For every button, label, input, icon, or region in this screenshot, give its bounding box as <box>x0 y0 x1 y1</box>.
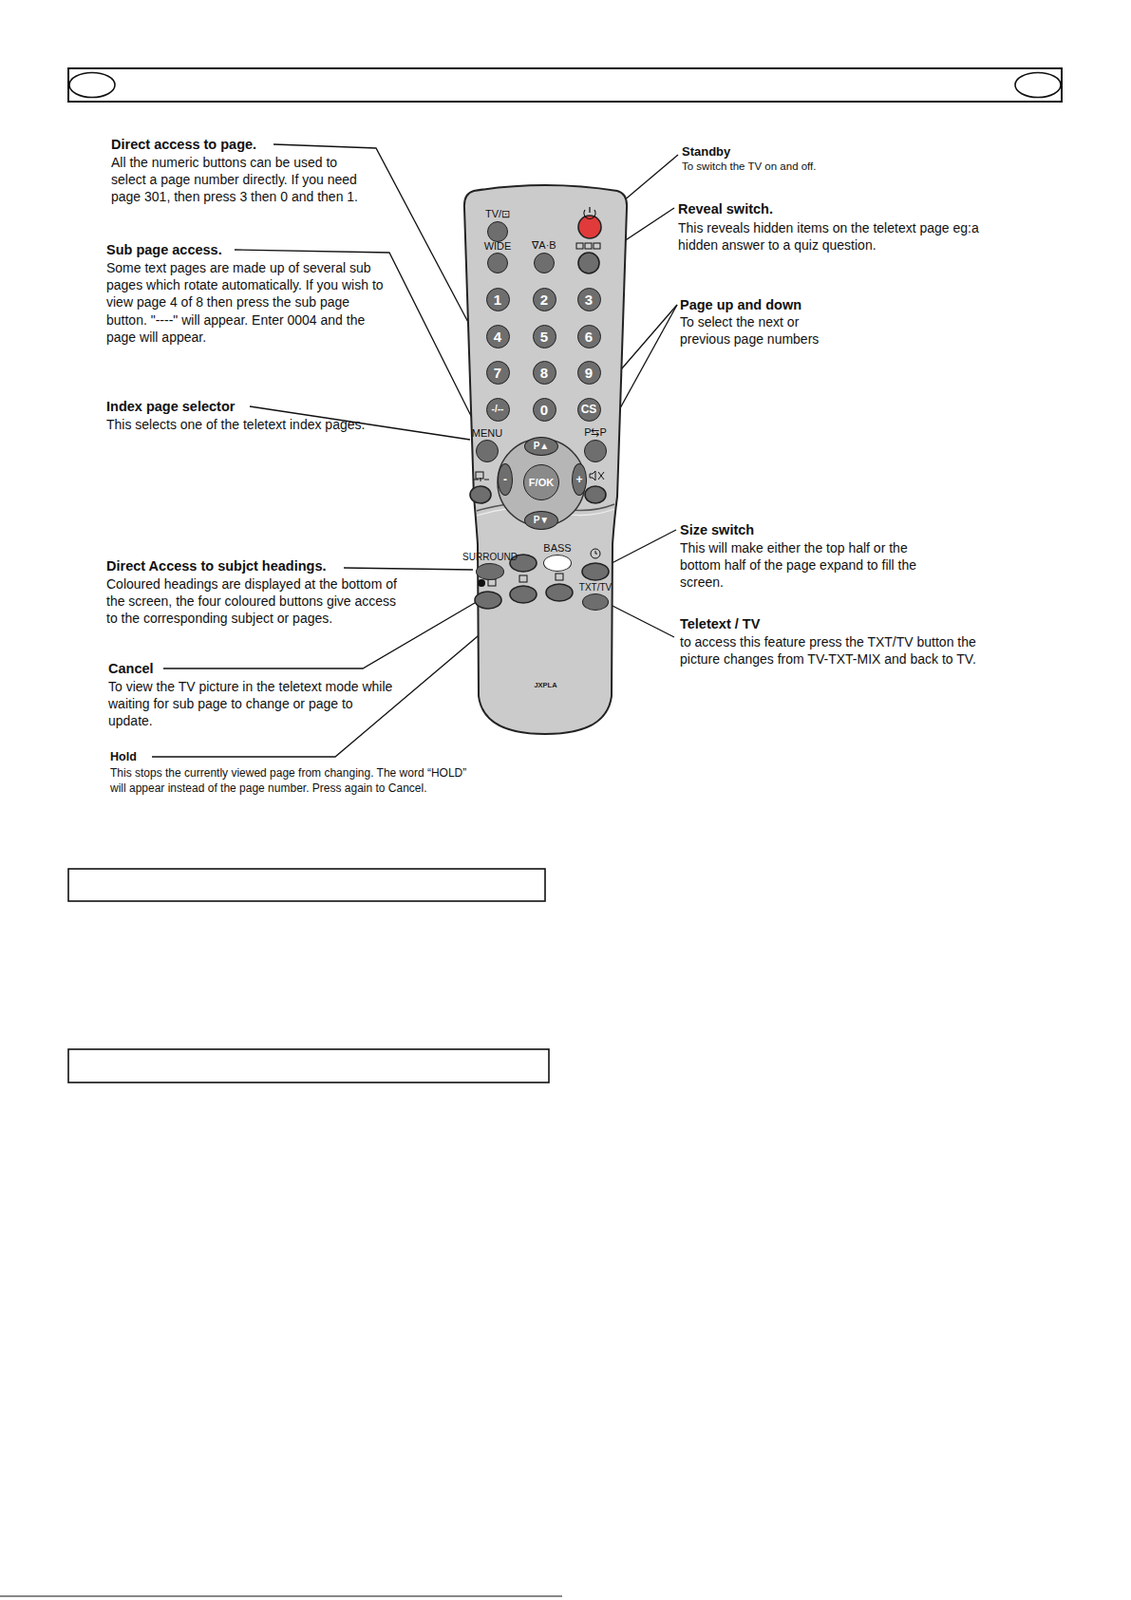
button-label: TV/⊡ <box>485 207 510 221</box>
labelled-button: TV/⊡ <box>487 221 509 243</box>
remote-button: 4 <box>486 324 510 349</box>
remote-button: 1 <box>486 287 510 312</box>
leader-line <box>608 603 675 638</box>
remote-button: 2 <box>532 287 557 312</box>
callout-text: This selects one of the teletext index p… <box>106 415 411 434</box>
button-label: TXT/TV <box>579 582 612 593</box>
header-bar <box>68 68 1062 102</box>
page-rule <box>0 1596 563 1598</box>
callout-heading: Direct Access to subjct headings. <box>106 557 327 576</box>
header-circle <box>69 73 115 98</box>
remote-button: - <box>497 463 513 496</box>
remote-button: 9 <box>577 360 602 385</box>
remote-button: F/OK <box>523 464 560 501</box>
button-label: BASS <box>543 542 571 554</box>
remote-button: 0 <box>532 397 557 422</box>
labelled-button: ∇A·B <box>533 252 555 274</box>
callout-text: to access this feature press the TXT/TV … <box>679 633 984 668</box>
callout-heading: Direct access to page. <box>111 135 257 154</box>
callout-text: To view the TV picture in the teletext m… <box>108 678 394 731</box>
button-label: SURROUND <box>462 551 518 563</box>
remote-button: 6 <box>577 324 602 349</box>
labelled-button: MENU <box>475 439 499 463</box>
callout-heading: Size switch <box>679 521 754 540</box>
callout-heading: Page up and down <box>679 296 802 315</box>
remote-button: 8 <box>532 360 557 385</box>
button-label: MENU <box>471 427 503 439</box>
remote-button: + <box>571 463 587 496</box>
labelled-button: TXT/TV <box>582 593 609 611</box>
callout-text: Coloured headings are displayed at the b… <box>106 575 409 628</box>
button-text: P▲ <box>533 441 550 452</box>
button-text: CS <box>581 403 598 415</box>
remote-button: 7 <box>486 360 510 385</box>
labelled-button: BASS <box>543 554 572 572</box>
callout-text: Some text pages are made up of several s… <box>106 259 392 346</box>
button-text: + <box>575 473 583 486</box>
model-code: JXPLA <box>462 681 629 690</box>
button-text: 0 <box>540 402 548 417</box>
button-text: 2 <box>540 292 548 307</box>
callout-text: This will make either the top half or th… <box>679 539 923 592</box>
button-label: P⇆P <box>584 426 607 439</box>
callout-heading: Index page selector <box>106 397 235 416</box>
remote-button: CS <box>577 397 602 422</box>
button-text: - <box>503 473 508 486</box>
remote-button: 3 <box>577 287 602 312</box>
button-label: WIDE <box>484 240 512 252</box>
button-text: 9 <box>584 365 593 380</box>
leader-line <box>163 600 480 669</box>
callout-text: To switch the TV on and off. <box>681 159 817 174</box>
button-text: 1 <box>493 292 502 307</box>
remote-control: JXPLATV/⊡WIDE∇A·B123456789-/--0CSMENUP▲P… <box>462 183 629 736</box>
remote-button: -/-- <box>486 397 510 422</box>
button-text: 4 <box>493 329 502 344</box>
labelled-button: SURROUND <box>475 563 505 581</box>
callout-text: All the numeric buttons can be used to s… <box>111 153 366 207</box>
header-circle <box>1015 73 1061 98</box>
labelled-button: WIDE <box>487 252 509 274</box>
button-text: 3 <box>584 292 593 307</box>
remote-button: 5 <box>532 324 557 349</box>
button-text: 6 <box>584 329 593 344</box>
remote-button: P▲ <box>524 436 559 456</box>
button-text: -/-- <box>491 404 505 415</box>
callout-heading: Standby <box>681 144 731 161</box>
remote-button: P▼ <box>524 510 559 530</box>
callout-heading: Hold <box>110 749 137 765</box>
callout-heading: Teletext / TV <box>679 615 760 634</box>
callout-text: This reveals hidden items on the teletex… <box>678 219 982 254</box>
callout-text: This stops the currently viewed page fro… <box>110 766 481 796</box>
empty-box <box>68 868 546 902</box>
empty-box <box>68 1049 549 1083</box>
callout-heading: Reveal switch. <box>678 200 773 219</box>
callout-heading: Cancel <box>108 659 154 679</box>
button-text: 7 <box>493 365 502 380</box>
button-label: ∇A·B <box>531 239 556 252</box>
button-text: P▼ <box>533 515 550 526</box>
button-text: F/OK <box>528 477 554 489</box>
callout-text: To select the next or previous page numb… <box>679 313 851 348</box>
labelled-button: P⇆P <box>584 439 607 463</box>
button-text: 5 <box>540 329 548 344</box>
callout-heading: Sub page access. <box>106 241 223 260</box>
leader-line <box>343 567 473 570</box>
button-text: 8 <box>540 365 548 380</box>
